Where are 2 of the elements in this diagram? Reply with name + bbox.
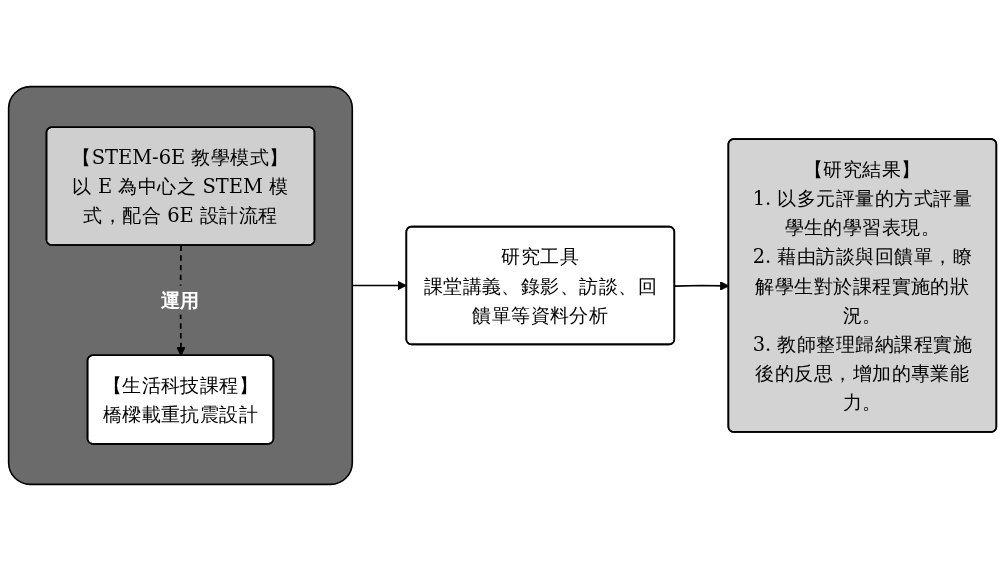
cluster <box>7 85 354 486</box>
edge-label: 運用 <box>161 288 200 312</box>
